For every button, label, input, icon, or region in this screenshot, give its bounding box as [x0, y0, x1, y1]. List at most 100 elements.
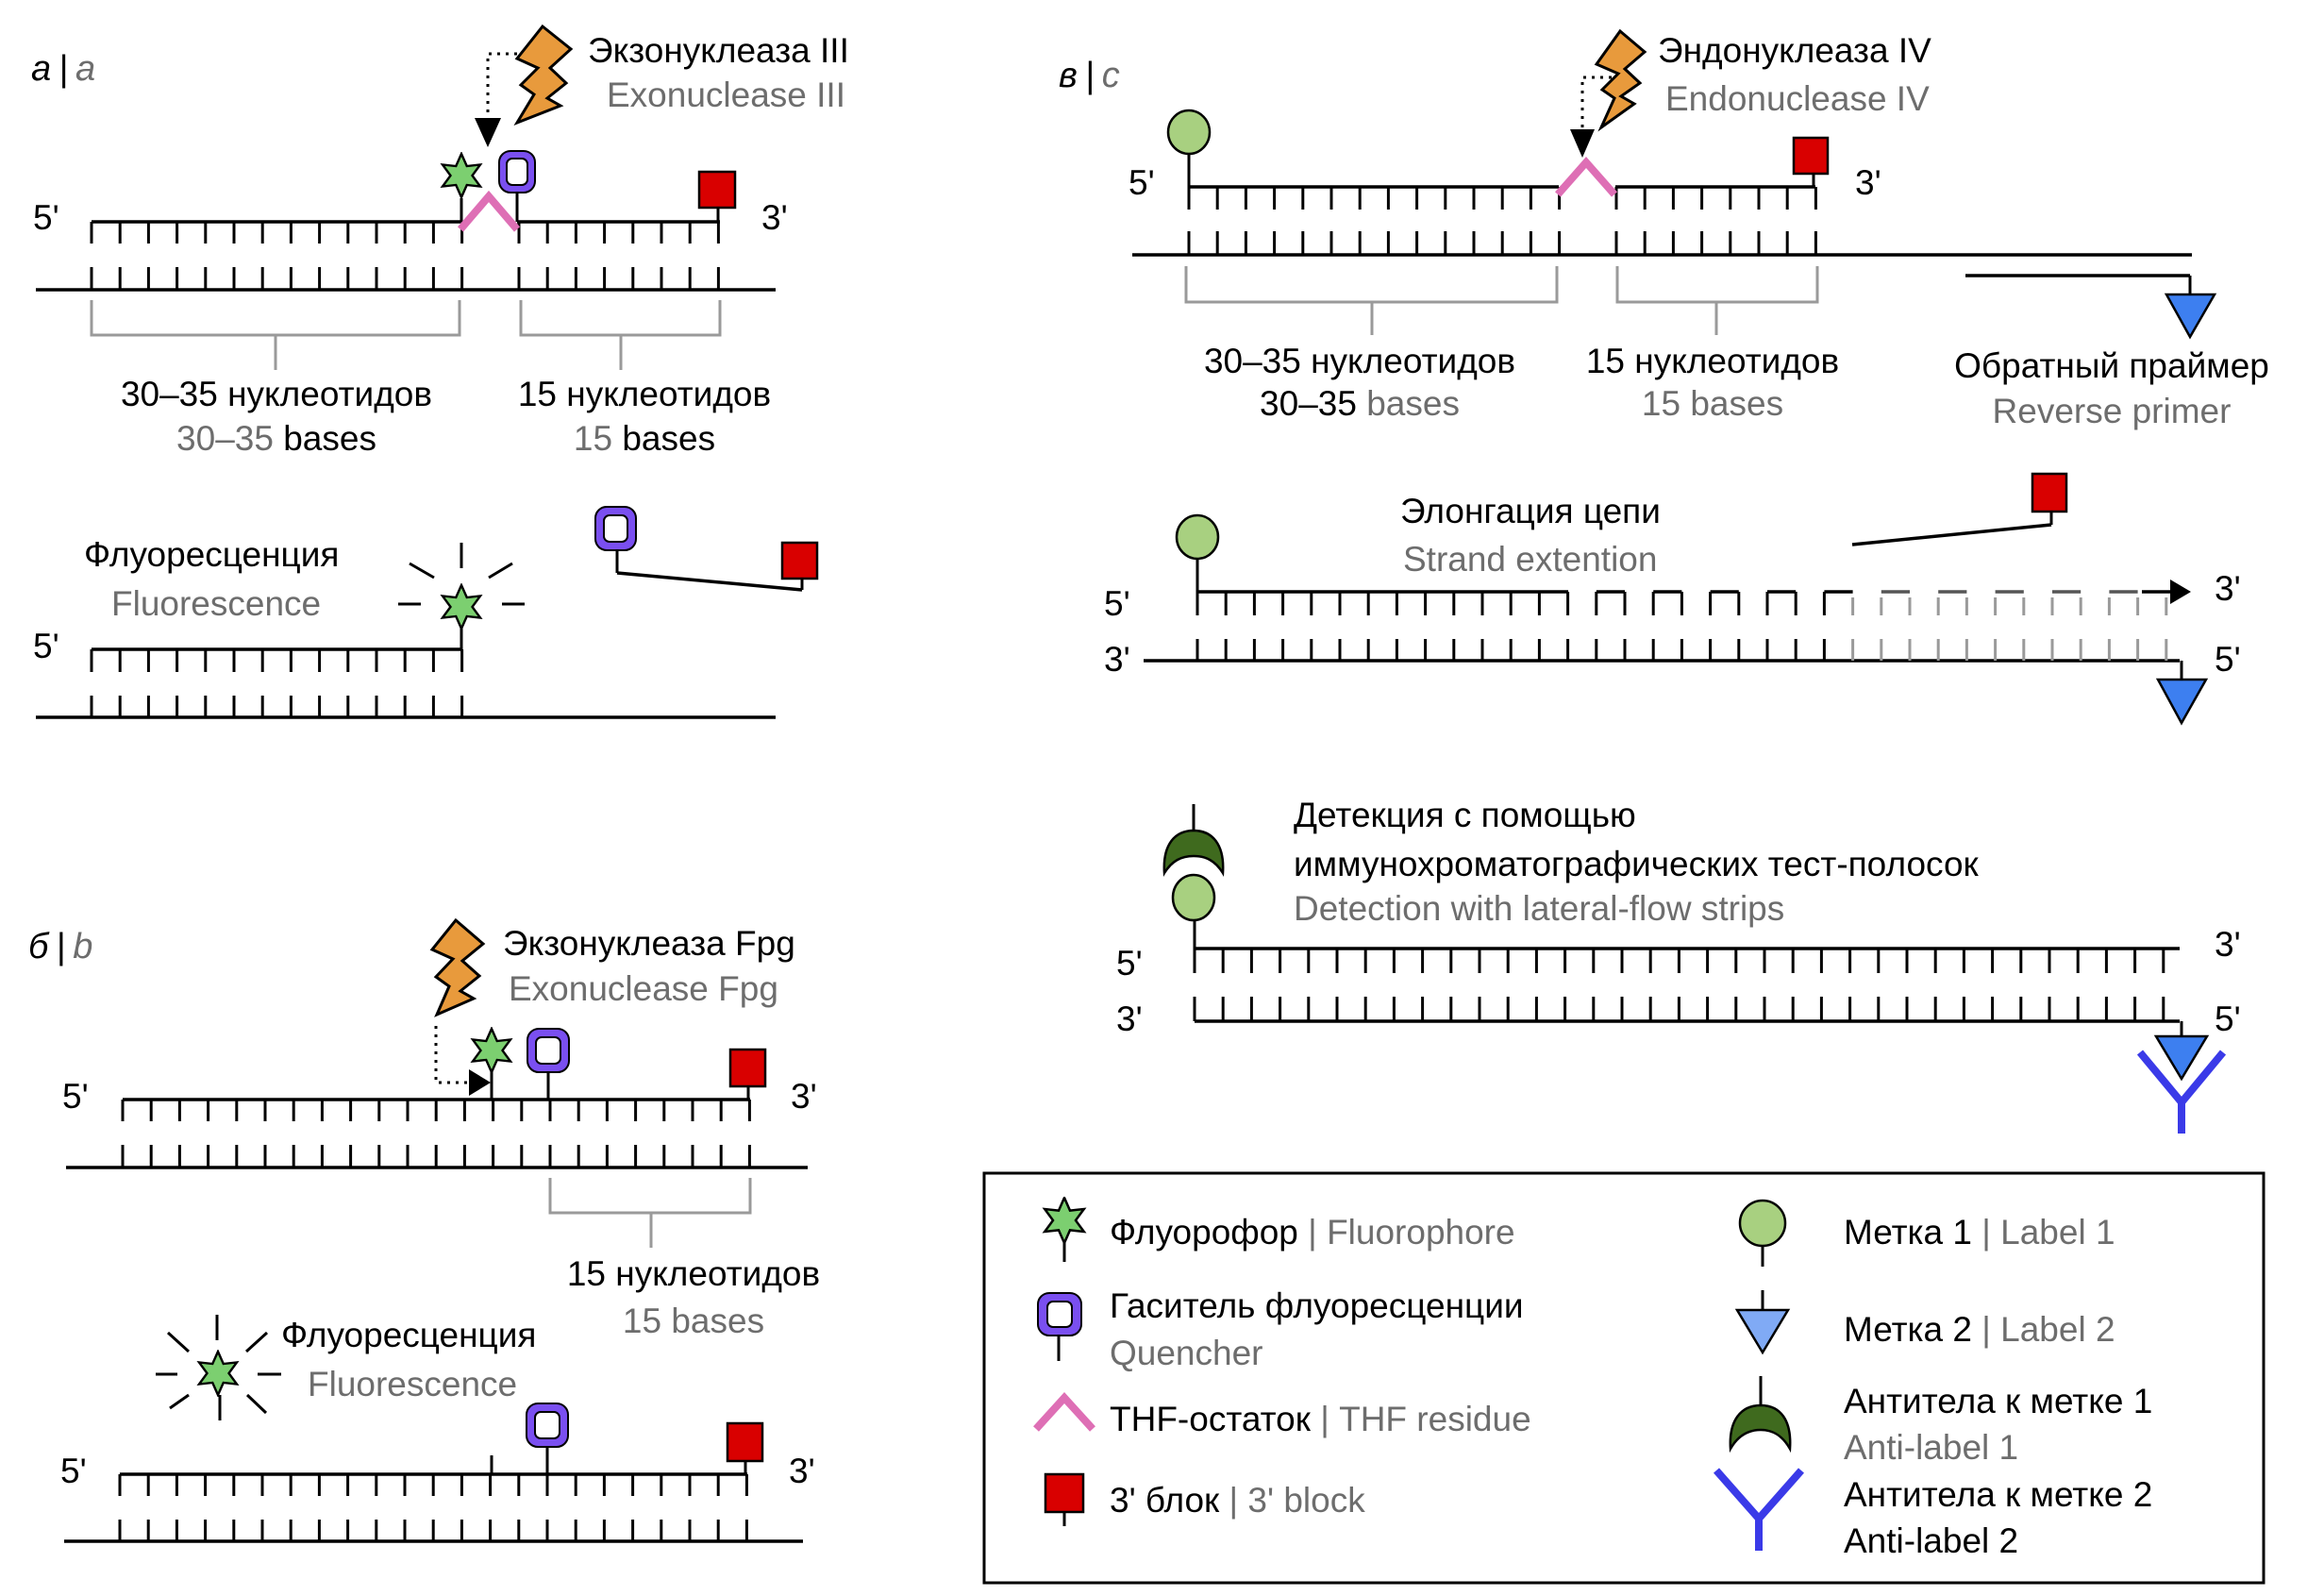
legend-item-label2: Метка 2 | Label 2 [1844, 1310, 2115, 1349]
released-fragment-strand [616, 571, 803, 592]
end-5-label: 5' [2215, 1000, 2241, 1038]
legend-item-quencher-en: Quencher [1110, 1334, 1263, 1372]
bracket-left-c-en: 30–35 bases [1260, 384, 1460, 423]
end-5-label: 5' [60, 1452, 87, 1490]
elongation-en: Strand extention [1403, 540, 1657, 579]
dna-bottom-strand-a-result [36, 696, 776, 719]
antilabel2-icon [2136, 1050, 2227, 1134]
end-3-label: 3' [1116, 1000, 1143, 1038]
legend-box [982, 1171, 2265, 1585]
end-3-label: 3' [1855, 163, 1881, 202]
panel-a-label: а|a [31, 49, 95, 89]
enzyme-b-ru: Экзонуклеаза Fpg [503, 924, 795, 963]
dotted-arrow-line [486, 52, 517, 123]
end-3-label: 3' [2215, 925, 2241, 964]
panel-b: б|b Экзонуклеаза Fpg Exonuclease Fpg 5' … [28, 917, 820, 1543]
lightning-icon [429, 917, 486, 1017]
legend-item-antilabel2-en: Anti-label 2 [1844, 1521, 2018, 1560]
legend-item-antilabel2-ru: Антитела к метке 2 [1844, 1475, 2152, 1514]
arrowhead-icon [475, 118, 501, 147]
panel-c: в|c Эндонуклеаза IV Endonuclease IV 5' 3… [1059, 28, 2269, 1134]
block-3-icon [780, 541, 819, 580]
bracket-b [548, 1178, 752, 1248]
lightning-icon [1594, 28, 1647, 132]
block-3-icon [2031, 472, 2068, 513]
bracket-left-a [90, 300, 461, 370]
lightning-icon [513, 24, 574, 126]
dna-bottom-strand-c [1132, 231, 2192, 257]
fluorophore-star-icon [197, 1350, 239, 1397]
block-3-icon [1044, 1472, 1085, 1514]
dna-bottom-strand-b [66, 1145, 808, 1169]
bracket-b-en: 15 bases [623, 1302, 764, 1340]
antilabel1-icon [1729, 1403, 1792, 1453]
fluorophore-star-icon [441, 583, 482, 630]
label2-triangle-icon [2155, 678, 2209, 726]
panel-a: а|a Экзонуклеаза III Exonuclease III 5' … [31, 24, 849, 719]
bracket-left-a-ru: 30–35 нуклеотидов [121, 375, 432, 413]
dna-bottom-strand-a [36, 267, 776, 292]
end-5-label: 5' [1129, 163, 1155, 202]
dna-cleaved-top-strand-a [90, 647, 464, 672]
enzyme-b-en: Exonuclease Fpg [509, 969, 778, 1008]
displaced-fragment-strand [1851, 523, 2052, 546]
bracket-left-c-ru: 30–35 нуклеотидов [1204, 342, 1515, 380]
bracket-right-c [1615, 266, 1819, 335]
end-5-label: 5' [2215, 640, 2241, 679]
block-3-icon [728, 1048, 767, 1088]
thf-residue-icon [1033, 1392, 1095, 1432]
dna-top-strand-a [90, 220, 720, 244]
bracket-left-a-en: 30–35 bases [176, 419, 376, 458]
dotted-arrow-line [434, 1026, 477, 1084]
end-3-label: 3' [1104, 640, 1130, 679]
arrowhead-icon [1570, 129, 1595, 158]
bracket-b-ru: 15 нуклеотидов [567, 1254, 820, 1293]
fluorophore-star-icon [471, 1027, 512, 1074]
detection-en: Detection with lateral-flow strips [1294, 889, 1784, 928]
end-5-label: 5' [33, 198, 59, 237]
bracket-right-a-en: 15 bases [574, 419, 715, 458]
dna-top-strand-detection [1193, 947, 2180, 973]
dotted-arrow-line [1580, 76, 1612, 132]
result-a-en: Fluorescence [111, 584, 321, 623]
enzyme-c-ru: Эндонуклеаза IV [1658, 31, 1931, 70]
legend-item-fluorophore: Флуорофор | Fluorophore [1110, 1213, 1515, 1252]
legend-item-quencher-ru: Гаситель флуоресценции [1110, 1286, 1524, 1325]
block-3-icon [726, 1421, 764, 1463]
bracket-left-c [1184, 266, 1559, 335]
end-3-label: 3' [2215, 569, 2241, 608]
end-5-label: 5' [1104, 584, 1130, 623]
enzyme-a-ru: Экзонуклеаза III [588, 31, 849, 70]
dna-top-strand-b [121, 1098, 751, 1121]
enzyme-a-en: Exonuclease III [607, 76, 845, 114]
enzyme-c-en: Endonuclease IV [1665, 79, 1930, 118]
detection-ru-line2: иммунохроматографических тест-полосок [1294, 845, 1980, 883]
thf-residue-icon [1555, 156, 1617, 197]
fluorophore-star-icon [441, 152, 482, 199]
bracket-right-c-ru: 15 нуклеотидов [1586, 342, 1839, 380]
panel-c-label: в|c [1059, 56, 1120, 95]
dna-bottom-strand-detection [1193, 997, 2180, 1023]
label1-circle-icon [1166, 109, 1212, 156]
antilabel1-icon [1162, 829, 1225, 877]
arrowhead-icon [469, 1069, 491, 1096]
primer-ru: Обратный праймер [1954, 346, 2269, 385]
thf-residue-icon [457, 190, 521, 232]
end-3-label: 3' [791, 1077, 817, 1116]
end-3-label: 3' [761, 198, 788, 237]
block-3-icon [697, 170, 737, 210]
label2-triangle-icon [2153, 1034, 2210, 1082]
end-3-label: 3' [789, 1452, 815, 1490]
bracket-right-c-en: 15 bases [1642, 384, 1783, 423]
legend-item-antilabel1-ru: Антитела к метке 1 [1844, 1382, 2152, 1420]
fluorophore-star-icon [1043, 1197, 1086, 1244]
label2-triangle-icon [1734, 1308, 1791, 1355]
legend-item-label1: Метка 1 | Label 1 [1844, 1213, 2115, 1252]
antilabel2-icon [1714, 1468, 1804, 1551]
detection-ru-line1: Детекция с помощью [1294, 796, 1636, 834]
fluorescence-rays-icon [398, 543, 525, 606]
label1-circle-icon [1175, 513, 1220, 561]
result-a-ru: Флуоресценция [84, 535, 339, 574]
label1-circle-icon [1171, 873, 1216, 922]
label1-circle-icon [1738, 1199, 1787, 1248]
